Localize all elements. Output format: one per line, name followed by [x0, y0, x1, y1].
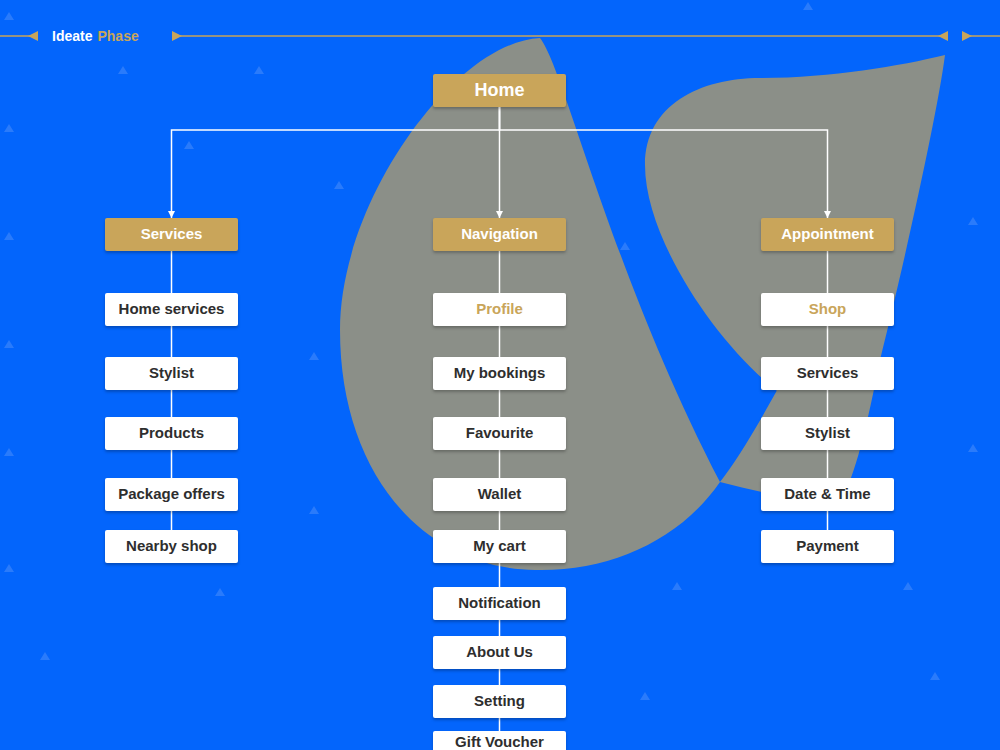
tree-connector: [827, 251, 829, 293]
menu-item: Setting: [433, 685, 566, 718]
menu-item: Payment: [761, 530, 894, 563]
tree-connector: [499, 620, 501, 636]
tree-connector: [499, 326, 501, 357]
tree-connector: [499, 669, 501, 685]
background-triangles: [4, 2, 978, 700]
node-text: Home services: [119, 301, 225, 318]
tree-connector: [171, 251, 173, 293]
menu-item: Date & Time: [761, 478, 894, 511]
tree-connector: [500, 107, 828, 218]
menu-item: My cart: [433, 530, 566, 563]
node-text: Favourite: [466, 425, 534, 442]
node-text: About Us: [466, 644, 533, 661]
menu-item: My bookings: [433, 357, 566, 390]
node-text: Services: [141, 226, 203, 243]
menu-item: Services: [761, 357, 894, 390]
decorative-shape: [645, 55, 945, 500]
root-box: Home: [433, 74, 566, 107]
category-box: Appointment: [761, 218, 894, 251]
tree-connector: [499, 251, 501, 293]
tree-connector: [171, 326, 173, 357]
node-text: Navigation: [461, 226, 538, 243]
phase-label: Ideate: [52, 28, 92, 44]
menu-item: Products: [105, 417, 238, 450]
menu-item: Notification: [433, 587, 566, 620]
tree-connector: [499, 390, 501, 417]
tree-connector: [171, 450, 173, 478]
phase-label: Phase: [97, 28, 138, 44]
tree-connector: [827, 450, 829, 478]
tree-connector: [499, 511, 501, 530]
node-text: Stylist: [805, 425, 850, 442]
tree-connector: [827, 511, 829, 530]
tree-connector: [172, 107, 500, 218]
tree-connector: [827, 326, 829, 357]
menu-item: Stylist: [761, 417, 894, 450]
menu-item: Gift Voucher: [433, 731, 566, 750]
node-text: Shop: [809, 301, 847, 318]
menu-item: Nearby shop: [105, 530, 238, 563]
menu-item: Package offers: [105, 478, 238, 511]
node-text: Stylist: [149, 365, 194, 382]
phase-header: Ideate Phase: [52, 28, 139, 44]
node-text: Payment: [796, 538, 859, 555]
node-text: Wallet: [478, 486, 522, 503]
node-text: Profile: [476, 301, 523, 318]
tree-connector: [499, 563, 501, 587]
node-text: Gift Voucher: [455, 734, 544, 750]
menu-item: Wallet: [433, 478, 566, 511]
menu-item: Stylist: [105, 357, 238, 390]
tree-connector: [171, 390, 173, 417]
tree-connector: [171, 511, 173, 530]
node-text: Home: [474, 81, 524, 101]
menu-item: Home services: [105, 293, 238, 326]
category-box: Navigation: [433, 218, 566, 251]
node-text: Services: [797, 365, 859, 382]
menu-item: Profile: [433, 293, 566, 326]
node-text: My bookings: [454, 365, 546, 382]
menu-item: Shop: [761, 293, 894, 326]
node-text: Notification: [458, 595, 541, 612]
tree-connector: [499, 450, 501, 478]
phase-timeline: [0, 31, 1000, 41]
node-text: Date & Time: [784, 486, 870, 503]
node-text: My cart: [473, 538, 526, 555]
tree-connector: [499, 718, 501, 731]
node-text: Package offers: [118, 486, 225, 503]
node-text: Setting: [474, 693, 525, 710]
menu-item: About Us: [433, 636, 566, 669]
node-text: Nearby shop: [126, 538, 217, 555]
tree-connector: [827, 390, 829, 417]
node-text: Appointment: [781, 226, 873, 243]
menu-item: Favourite: [433, 417, 566, 450]
node-text: Products: [139, 425, 204, 442]
category-box: Services: [105, 218, 238, 251]
